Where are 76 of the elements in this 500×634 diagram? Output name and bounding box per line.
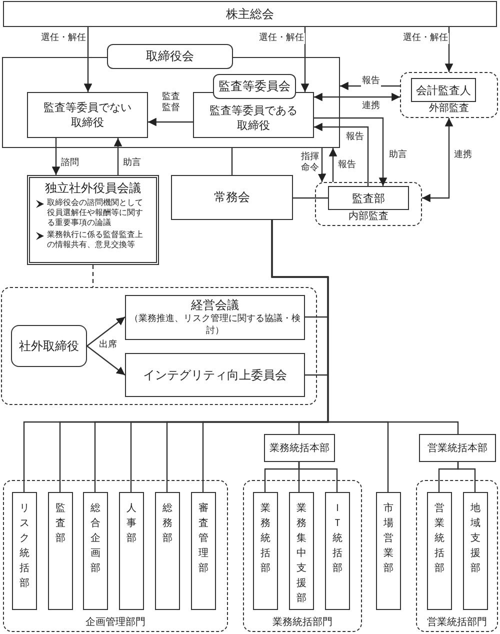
arrow (444, 27, 454, 72)
dashed-group (315, 182, 422, 226)
edge-label: 出席 (98, 340, 118, 351)
edge-label: 選任・解任 (258, 33, 305, 44)
council-box (27, 175, 159, 265)
edge-label: 助言 (122, 158, 142, 169)
department-box: 地域支援部 (463, 492, 488, 610)
department-box: リスク統括部 (12, 492, 37, 610)
dashed-group (3, 480, 228, 632)
department-box: 営業統括部 (427, 492, 452, 610)
bullet-text: 取締役会の諮問機関として役員選解任や報酬等に関する重要事項の論議 (47, 198, 144, 228)
department-box: 審査管理部 (191, 492, 216, 610)
department-box: ＩＴ統括部 (325, 492, 350, 610)
box-note: （業務推進、リスク管理に関する協議・検討） (128, 313, 302, 337)
box-title: 監査等委員である取締役 (208, 103, 298, 133)
org-box: 業務統括本部 (264, 434, 335, 462)
edge-label: 報告 (361, 76, 381, 87)
edge-label: 助言 (388, 150, 408, 161)
group-label: 営業統括部門 (426, 616, 488, 629)
edge-label: 報告 (337, 160, 357, 171)
department-box: 監査部 (48, 492, 73, 610)
connector-line (293, 197, 328, 199)
edge-label: 指揮命令 (299, 152, 321, 174)
edge-label: 諮問 (60, 158, 80, 169)
arrow (86, 316, 126, 346)
council-title: 独立社外役員会議 (44, 181, 142, 196)
org-box (125, 295, 305, 340)
edge-label: 監査監督 (160, 92, 182, 114)
arrow (300, 27, 310, 92)
arrow (340, 82, 400, 90)
edge-label: 報告 (345, 132, 365, 143)
edge-label: 連携 (361, 101, 381, 112)
arrow (148, 118, 193, 126)
org-box: 常務会 (171, 175, 293, 220)
org-box: 株主総会 (3, 1, 497, 27)
arrow (328, 148, 338, 182)
arrow (114, 138, 122, 175)
dashed-group (243, 480, 362, 632)
edge-label: 選任・解任 (40, 33, 87, 44)
board-heading: 取締役会 (107, 44, 233, 69)
group-label: 業務統括部門 (272, 616, 334, 629)
department-box: 業務集中支援部 (289, 492, 314, 610)
group-label: 内部監査 (348, 210, 390, 223)
arrow (314, 92, 400, 102)
connector-line (231, 148, 233, 175)
arrow (86, 346, 126, 376)
connector-line (457, 462, 476, 492)
org-box: 会計監査人 (411, 78, 476, 102)
department-box: 市場営業部 (376, 492, 401, 610)
dashed-group (400, 72, 498, 118)
department-box: 総合企画部 (83, 492, 108, 610)
arrow (52, 138, 60, 175)
org-box: 営業統括本部 (419, 434, 496, 462)
arrow (318, 148, 326, 182)
department-box: 人事部 (119, 492, 144, 610)
dashed-group (416, 480, 498, 632)
dashed-group (1, 287, 317, 405)
group-label: 企画管理部門 (84, 616, 146, 629)
department-box: 総務部 (155, 492, 180, 610)
org-box: インテグリティ向上委員会 (125, 353, 305, 397)
arrow (84, 27, 92, 92)
connector-line (298, 462, 338, 492)
arrow (422, 118, 454, 202)
org-box: 監査等委員でない取締役 (27, 92, 148, 138)
department-box: 業務統括部 (253, 492, 278, 610)
edge-label: 連携 (453, 150, 473, 161)
arrow (314, 117, 388, 186)
bullet-text: 業務執行に係る監督監査上の情報共有、意見交換等 (47, 230, 144, 250)
edge-label: 選任・解任 (402, 33, 449, 44)
arrow (314, 122, 369, 186)
committee-heading: 監査等委員会 (213, 74, 296, 99)
dashed-connector (92, 265, 94, 287)
group-label: 外部監査 (428, 102, 470, 115)
box-title: 経営会議 (191, 298, 239, 313)
rounded-box: 社外取締役 (11, 325, 87, 367)
org-box: 監査部 (328, 186, 409, 210)
